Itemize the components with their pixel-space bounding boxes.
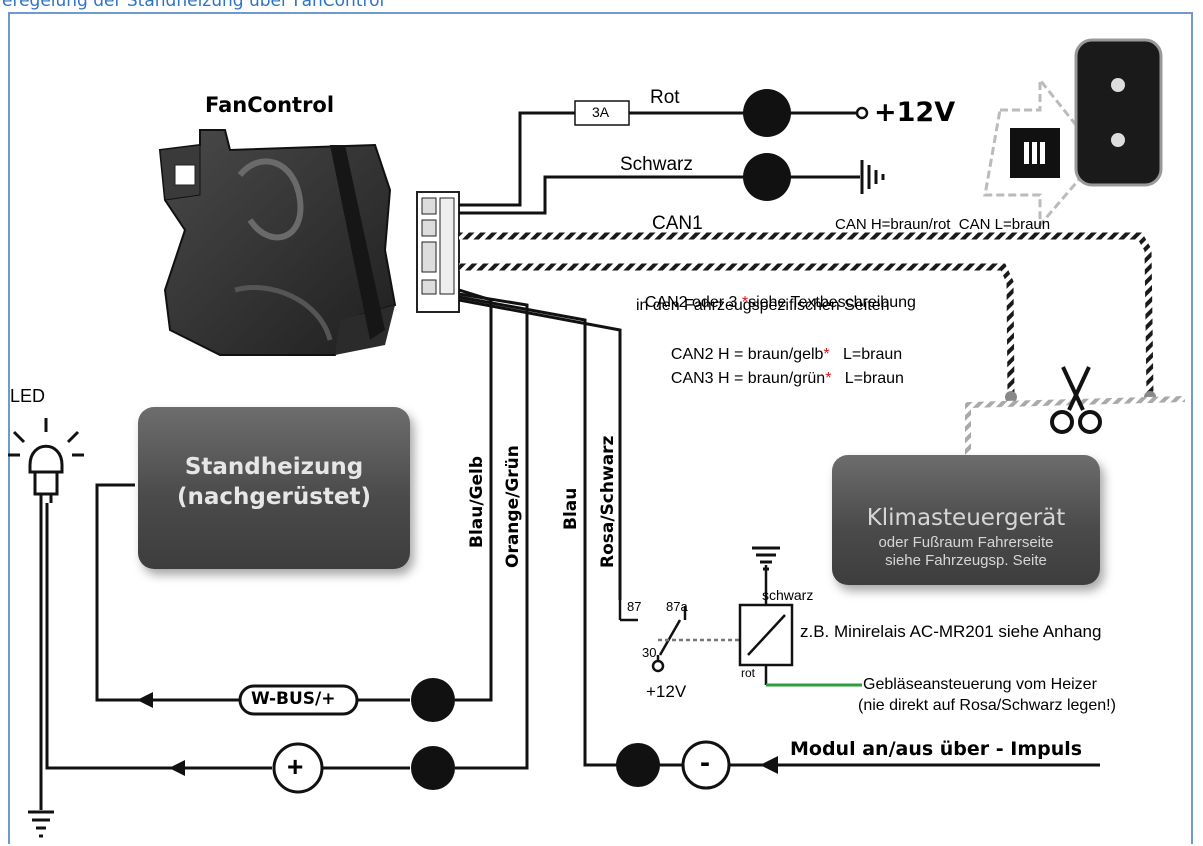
blower-note-2: (nie direkt auf Rosa/Schwarz legen!): [858, 697, 1116, 714]
wire-wbus: [95, 483, 410, 702]
heater-title: Standheizung: [184, 454, 364, 480]
relay-plus12v: +12V: [646, 682, 687, 701]
wbus-tag: [238, 684, 359, 716]
impulse-label: Modul an/aus über - Impuls: [790, 738, 1083, 760]
wire-rot: [459, 111, 857, 207]
wire-label-blau: Blau: [561, 487, 581, 530]
relay-model: z.B. Minirelais AC-MR201: [800, 622, 994, 641]
grommet-schwarz: [743, 153, 791, 201]
relay-pin-87: 87: [627, 599, 642, 614]
can3-star: *: [825, 370, 832, 387]
can3-low: L=braun: [831, 370, 904, 387]
diagram-frame: [8, 12, 1193, 844]
wire-label-blau-gelb: Blau/Gelb: [467, 455, 487, 548]
wire-label-orange-gruen: Orange/Grün: [503, 445, 523, 568]
relay-pin-87a: 87a: [666, 599, 688, 614]
relay-pin-30: 30: [642, 645, 657, 660]
wire-led-plus: [45, 503, 410, 770]
page-caption: eregelung der Standheizung über FanContr…: [2, 0, 385, 11]
grommet-rot: [743, 89, 791, 137]
fuse-label: 3A: [592, 104, 610, 120]
grommet-plus: [411, 746, 455, 790]
minus-symbol: -: [700, 746, 710, 779]
led-icon: [8, 418, 84, 790]
relay-name: z.B. Minirelais AC-MR201 siehe Anhang: [800, 622, 1101, 642]
can23-label-line1: CAN2 oder 3 *siehe Textbeschreibung: [636, 276, 916, 312]
led-label: LED: [10, 386, 46, 406]
blower-note-1: Gebläseansteuerung vom Heizer: [863, 676, 1097, 693]
wire-label-rosa-schwarz: Rosa/Schwarz: [598, 435, 618, 568]
relay-rot: rot: [741, 666, 756, 680]
remote-key-icon: [983, 38, 1163, 230]
arrow-impulse: [760, 756, 778, 774]
ground-icon-relay: [752, 546, 780, 571]
heater-subtitle: (nachgerüstet): [177, 484, 371, 510]
relay-schwarz: schwarz: [762, 587, 814, 603]
relay-reference: siehe Anhang: [998, 622, 1102, 641]
can23-label-line2: in den Fahrzeugspezifischen Seiten: [636, 297, 890, 314]
scissors-icon: [1050, 366, 1102, 434]
can2-pins: CAN2 H = braun/gelb* L=braun: [662, 328, 902, 364]
arrow-wbus: [137, 692, 153, 708]
wire-blau-gelb: [455, 288, 493, 702]
can23-ref: siehe Textbeschreibung: [748, 294, 916, 311]
heater-box: Standheizung (nachgerüstet): [138, 407, 410, 569]
terminal-12v: [855, 106, 869, 120]
splice-can23: [1005, 391, 1017, 403]
plus-symbol: +: [287, 751, 304, 782]
can3-pins: CAN3 H = braun/grün* L=braun: [662, 352, 904, 388]
label-plus12v: +12V: [874, 97, 956, 128]
can2-high: CAN2 H = braun/gelb: [670, 346, 824, 363]
climate-box: Klimasteuergerät oder Fußraum Fahrerseit…: [832, 455, 1100, 585]
can2-star: *: [823, 346, 830, 363]
arrow-plus: [169, 760, 185, 776]
wire-schwarz: [459, 175, 860, 215]
plus-circle: [272, 742, 324, 794]
minus-circle: [681, 740, 731, 790]
grommet-minus: [616, 743, 660, 787]
fuse: [574, 100, 630, 126]
relay-icon: [618, 565, 794, 685]
can23-text: CAN2 oder 3: [644, 294, 742, 311]
wire-blau: [458, 295, 623, 767]
can2-low: L=braun: [829, 346, 903, 363]
relay-pin30-terminal: [651, 659, 665, 673]
grommet-wbus: [411, 678, 455, 722]
can23-star: *: [741, 294, 749, 311]
wire-rosa-schwarz: [458, 298, 622, 600]
fancontrol-connector: [416, 191, 460, 313]
wire-orange-gruen: [455, 292, 529, 770]
wire-label-schwarz: Schwarz: [620, 154, 693, 175]
ground-icon-led: [28, 790, 54, 838]
wire-label-rot: Rot: [650, 87, 680, 108]
ground-icon-top: [860, 160, 885, 194]
wire-label-can1: CAN1: [652, 213, 703, 234]
can1-pin-label: CAN H=braun/rot CAN L=braun: [835, 216, 1051, 233]
wire-can23: [459, 263, 1015, 396]
wire-can1: [459, 232, 1154, 396]
climate-line2: oder Fußraum Fahrerseite: [878, 534, 1054, 551]
climate-title: Klimasteuergerät: [866, 505, 1066, 531]
wire-climate-can: [965, 396, 1186, 455]
wbus-label: W-BUS/+: [251, 689, 336, 709]
fancontrol-module: [158, 129, 397, 356]
climate-line3: siehe Fahrzeugsp. Seite: [885, 552, 1047, 569]
can3-high: CAN3 H = braun/grün: [670, 370, 826, 387]
module-title: FanControl: [205, 93, 335, 117]
